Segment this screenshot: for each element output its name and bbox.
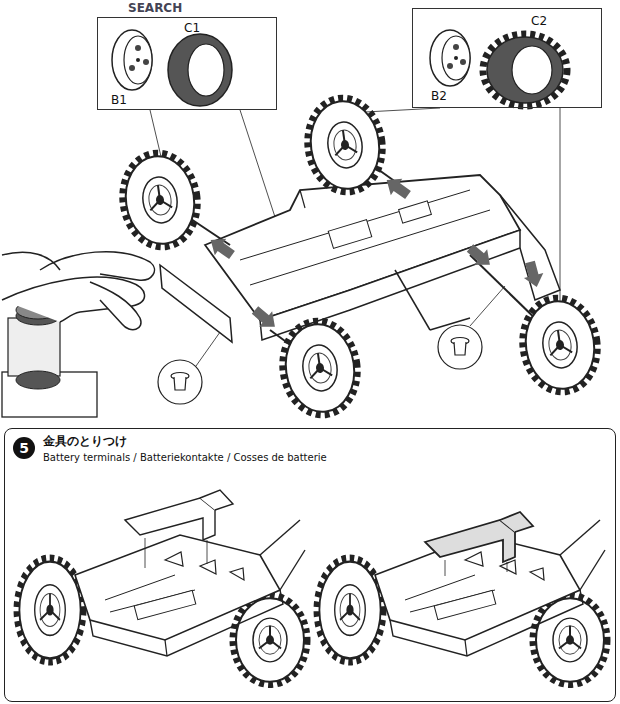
- hand-holding-chassis: [2, 252, 60, 270]
- step-heading: 金具のとりつけ: [43, 434, 127, 449]
- battery-terminal: [145, 538, 146, 568]
- inset-parts: [188, 44, 224, 96]
- battery-terminal: [207, 540, 208, 564]
- inset-parts: [460, 59, 466, 65]
- bushing-callout: [438, 325, 482, 369]
- leader-line: [365, 108, 440, 112]
- inset-parts: [487, 37, 563, 103]
- assembly-illustration: [464, 240, 497, 272]
- leader-line: [470, 286, 505, 326]
- assembly-illustration: [205, 232, 238, 263]
- part-label: B1: [111, 93, 127, 108]
- assembly-illustration: [249, 302, 282, 334]
- step-panel: 金具のとりつけ Battery terminals / Batteriekonta…: [4, 428, 616, 702]
- inset-box: C2B2: [412, 8, 602, 108]
- inset-parts: [112, 30, 152, 90]
- inset-parts: [453, 44, 459, 50]
- chassis-view: [17, 520, 307, 685]
- hand-holding-chassis: [8, 318, 60, 376]
- battery-terminal: [445, 560, 446, 576]
- chassis: [328, 220, 372, 249]
- step-subtitle: Battery terminals / Batteriekontakte / C…: [43, 451, 327, 464]
- inset-parts: [454, 56, 458, 60]
- battery-terminal: [425, 512, 533, 576]
- chassis: [240, 190, 470, 260]
- bushing-callout: [158, 325, 482, 404]
- chassis: [250, 210, 490, 285]
- step-number-circle: [13, 437, 35, 459]
- assembly-illustration: [517, 293, 603, 396]
- hand-holding-chassis: [90, 282, 141, 330]
- chassis-view: [317, 520, 607, 685]
- leader-line: [560, 108, 561, 305]
- inset-parts: [168, 34, 232, 106]
- battery-terminal: [125, 490, 233, 568]
- chassis-view: [17, 490, 307, 685]
- inset-parts: [136, 58, 140, 62]
- assembly-illustration: [277, 316, 363, 419]
- hand-holding-chassis: [2, 252, 154, 417]
- chassis: [160, 265, 232, 342]
- inset-parts: [512, 46, 552, 94]
- chassis: [160, 175, 560, 342]
- assembly-illustration: [302, 93, 388, 196]
- watermark: SEARCH: [128, 1, 182, 15]
- inset-parts: [430, 30, 470, 86]
- step-number: 5: [13, 437, 35, 459]
- chassis: [395, 270, 430, 330]
- inset-parts: [124, 36, 152, 84]
- assembly-illustration: [520, 259, 546, 289]
- part-label: B2: [431, 89, 447, 104]
- hand-holding-chassis: [16, 371, 60, 389]
- bushing-callout: [174, 377, 186, 390]
- hand-holding-chassis: [2, 372, 97, 417]
- axle: [185, 160, 545, 352]
- inset-parts: [135, 45, 141, 51]
- inset-parts: [442, 36, 470, 80]
- battery-terminal: [200, 490, 233, 510]
- battery-terminal: [425, 520, 515, 562]
- inset-parts: [129, 65, 135, 71]
- chassis-view: [317, 512, 607, 685]
- chassis: [399, 201, 432, 223]
- callout-number: 5: [13, 437, 35, 459]
- assembly-illustration: [381, 172, 414, 203]
- assembly-illustration: [117, 148, 203, 251]
- battery-terminal: [507, 562, 508, 572]
- inset-box: C1B1: [97, 17, 277, 110]
- bushing-callout: [454, 342, 466, 355]
- chassis: [500, 195, 560, 300]
- part-label: C2: [531, 14, 547, 29]
- chassis: [300, 190, 305, 208]
- inset-parts: [447, 63, 453, 69]
- bushing-callout: [158, 360, 202, 404]
- inset-parts: [112, 30, 567, 106]
- inset-parts: [483, 34, 567, 106]
- battery-terminal: [125, 498, 215, 540]
- battery-terminal: [500, 512, 533, 532]
- inset-parts: [143, 59, 149, 65]
- part-label: C1: [184, 21, 200, 36]
